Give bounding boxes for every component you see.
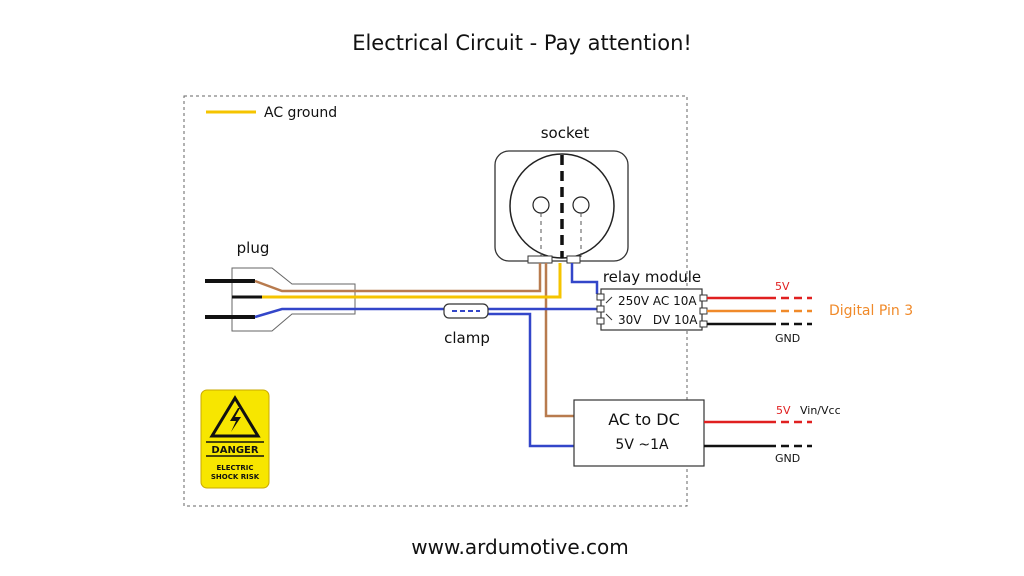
- neutral-wire-to-converter: [488, 312, 576, 448]
- socket-hole-right: [572, 196, 590, 214]
- relay-vcc-label: 5V: [775, 280, 790, 293]
- lightning-bolt-icon: [230, 408, 241, 432]
- page-title: Electrical Circuit - Pay attention!: [352, 31, 692, 55]
- relay-gnd-label: GND: [775, 332, 800, 345]
- danger-line1: ELECTRIC: [216, 464, 253, 472]
- relay-dc-rating: 30V DV 10A: [618, 313, 698, 327]
- relay-ac-rating: 250V AC 10A: [618, 294, 697, 308]
- converter-title: AC to DC: [608, 410, 680, 429]
- danger-triangle-icon: [209, 395, 261, 438]
- ac-dc-converter: [573, 399, 705, 467]
- converter-vcc-desc: Vin/Vcc: [800, 404, 841, 417]
- converter-gnd-label: GND: [775, 452, 800, 465]
- clamp: [443, 303, 489, 319]
- legend-ground-label: AC ground: [264, 105, 337, 121]
- plug: [205, 267, 356, 332]
- ground-wire: [262, 263, 562, 299]
- footer-url: www.ardumotive.com: [411, 535, 628, 559]
- socket-hole-left: [532, 196, 550, 214]
- neutral-wire-plug: [254, 307, 444, 319]
- converter-rating: 5V ~1A: [615, 437, 669, 453]
- danger-line2: SHOCK RISK: [211, 473, 260, 481]
- converter-vcc-label: 5V: [776, 404, 791, 417]
- socket: [494, 150, 629, 264]
- plug-label: plug: [237, 239, 270, 257]
- live-wire-to-socket: [254, 263, 542, 293]
- relay-label: relay module: [603, 268, 701, 286]
- live-wire-to-converter: [544, 263, 576, 418]
- relay-module: [596, 288, 708, 331]
- socket-label: socket: [541, 124, 590, 142]
- relay-to-socket-wire: [570, 263, 599, 294]
- danger-heading: DANGER: [211, 445, 258, 456]
- danger-sign: [200, 389, 270, 489]
- relay-signal-label: Digital Pin 3: [829, 303, 913, 319]
- clamp-label: clamp: [444, 329, 490, 347]
